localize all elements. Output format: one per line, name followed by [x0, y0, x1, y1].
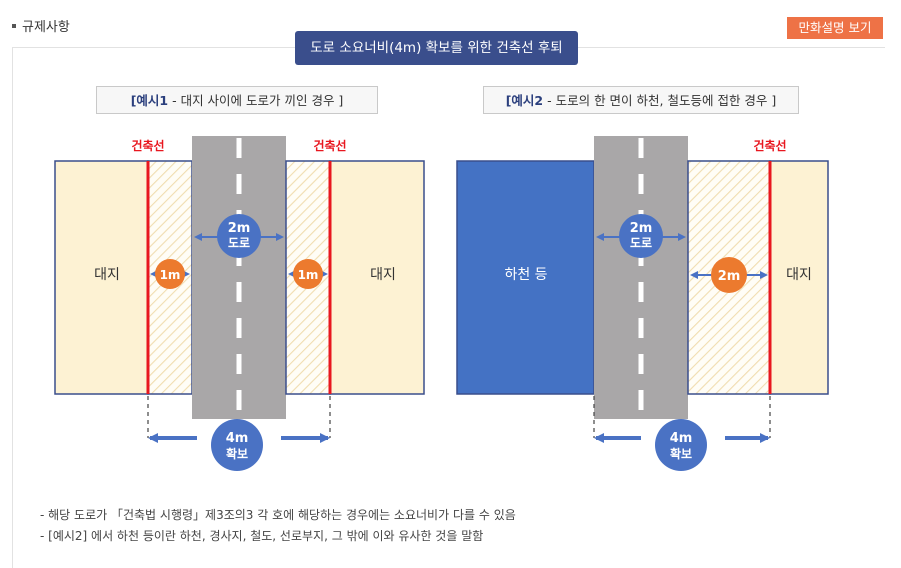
river-label: 하천 등 [504, 267, 547, 283]
road-width-badge-2 [619, 214, 663, 258]
example1-diagram: 건축선 건축선 대지 대지 2m 도로 1m 1m 4m 확보 [54, 136, 425, 471]
road-width-label-1: 도로 [228, 236, 250, 250]
secured-badge-1 [211, 419, 263, 471]
setback-diagram: 건축선 건축선 대지 대지 2m 도로 1m 1m 4m 확보 건축선 하천 등 [54, 136, 829, 471]
comic-explanation-button[interactable]: 만화설명 보기 [787, 17, 883, 39]
secured-value-1: 4m [226, 431, 249, 446]
lot-2-label: 대지 [786, 267, 812, 283]
setback-value-right: 1m [298, 268, 319, 282]
setback-badge-left [155, 259, 185, 289]
building-line-right-label: 건축선 [313, 138, 346, 153]
bullet-icon [12, 23, 16, 28]
note-item: - [예시2] 에서 하천 등이란 하천, 경사지, 철도, 선로부지, 그 밖… [40, 529, 484, 543]
lot-right [329, 160, 425, 395]
setback-badge-right [293, 259, 323, 289]
example2-text: - 도로의 한 면이 하천, 철도등에 접한 경우 ] [543, 93, 777, 108]
example1-label: [예시1 - 대지 사이에 도로가 끼인 경우 ] [96, 86, 378, 114]
setback-badge-2 [711, 257, 747, 293]
setback-value-2: 2m [718, 269, 741, 284]
secured-value-2: 4m [670, 431, 693, 446]
road-width-value-1: 2m [228, 221, 251, 236]
example2-label: [예시2 - 도로의 한 면이 하천, 철도등에 접한 경우 ] [483, 86, 799, 114]
lot-2 [769, 160, 829, 395]
section-title: 규제사항 [12, 16, 70, 35]
diagram-title: 도로 소요너비(4m) 확보를 위한 건축선 후퇴 [295, 31, 578, 65]
secured-label-1: 확보 [226, 446, 248, 461]
note-item: - 해당 도로가 「건축법 시행령」제3조의3 각 호에 해당하는 경우에는 소… [40, 508, 516, 522]
building-line-2-label: 건축선 [753, 138, 786, 153]
road-width-value-2: 2m [630, 221, 653, 236]
lot-left-label: 대지 [94, 267, 120, 283]
road-width-label-2: 도로 [630, 236, 652, 250]
example1-prefix: [예시1 [130, 93, 169, 108]
setback-value-left: 1m [160, 268, 181, 282]
example2-prefix: [예시2 [505, 93, 544, 108]
secured-label-2: 확보 [670, 446, 692, 461]
lot-right-label: 대지 [370, 267, 396, 283]
example1-text: - 대지 사이에 도로가 끼인 경우 ] [168, 93, 344, 108]
road-width-badge-1 [217, 214, 261, 258]
notes: - 해당 도로가 「건축법 시행령」제3조의3 각 호에 해당하는 경우에는 소… [40, 505, 516, 547]
example2-diagram: 건축선 하천 등 대지 2m 도로 2m 4m 확보 [456, 136, 829, 471]
section-title-text: 규제사항 [22, 20, 70, 35]
lot-left [54, 160, 149, 395]
secured-badge-2 [655, 419, 707, 471]
building-line-left-label: 건축선 [131, 138, 164, 153]
